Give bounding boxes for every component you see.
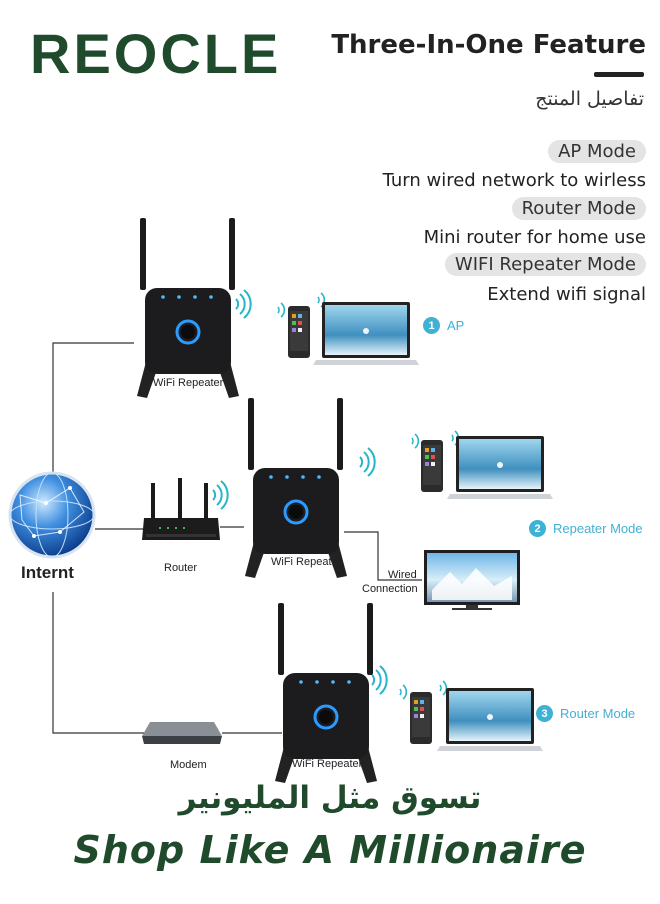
mode-number-badge: 3 (536, 705, 553, 722)
mode-label-repeater: 2 Repeater Mode (529, 520, 643, 537)
laptop-icon (437, 688, 543, 751)
repeater-label: WiFi Repeater (153, 377, 224, 389)
router-icon (142, 478, 220, 540)
wifi-signal-icon (439, 680, 448, 696)
router-label: Router (164, 562, 198, 574)
wifi-repeater-icon (273, 601, 379, 785)
wifi-signal-icon (399, 684, 408, 700)
mode-pill-router: Router Mode (511, 197, 646, 220)
internet-globe-icon (8, 471, 96, 559)
mode-desc-ap: Turn wired network to wirless (382, 170, 646, 191)
mode-label-text: Router Mode (560, 706, 636, 721)
wifi-signal-icon (235, 289, 252, 319)
modem-label: Modem (170, 759, 207, 771)
mode-label-text: Repeater Mode (553, 521, 643, 536)
connection-label: Connection (362, 583, 418, 595)
tv-icon (424, 550, 520, 610)
mode-desc-router: Mini router for home use (423, 227, 646, 248)
mode-pill-ap: AP Mode (548, 140, 646, 163)
brand-logo: REOCLE (30, 22, 282, 85)
mode-label-router: 3 Router Mode (536, 705, 635, 722)
wifi-signal-icon (359, 447, 376, 477)
mode-number-badge: 1 (423, 317, 440, 334)
wifi-signal-icon (212, 480, 229, 510)
connection-lines (52, 342, 422, 734)
repeater-label: WiFi Repeater (271, 556, 342, 568)
laptop-icon (313, 302, 419, 365)
smartphone-icon (288, 306, 310, 358)
wifi-signal-icon (411, 433, 420, 449)
page-title: Three-In-One Feature (331, 30, 646, 60)
wifi-repeater-icon (243, 396, 349, 580)
repeater-label: WiFi Repeater (292, 758, 363, 770)
wifi-repeater-icon (135, 216, 241, 400)
internet-label: Internt (21, 563, 74, 582)
smartphone-icon (421, 440, 443, 492)
smartphone-icon (410, 692, 432, 744)
laptop-icon (447, 436, 553, 499)
wifi-signal-icon (371, 665, 388, 695)
mode-number-badge: 2 (529, 520, 546, 537)
mode-pill-repeater: WIFI Repeater Mode (444, 253, 646, 276)
mode-label-ap: 1 AP (423, 317, 464, 334)
modem-icon (142, 722, 222, 744)
mode-desc-repeater: Extend wifi signal (487, 284, 646, 305)
arabic-subtitle: تفاصيل المنتج (535, 88, 644, 110)
wifi-signal-icon (277, 302, 286, 318)
arabic-slogan: تسوق مثل المليونير (178, 780, 482, 816)
english-slogan: Shop Like A Millionaire (73, 828, 587, 872)
wired-label: Wired (388, 569, 417, 581)
title-underline (594, 72, 644, 77)
mode-label-text: AP (447, 318, 465, 333)
